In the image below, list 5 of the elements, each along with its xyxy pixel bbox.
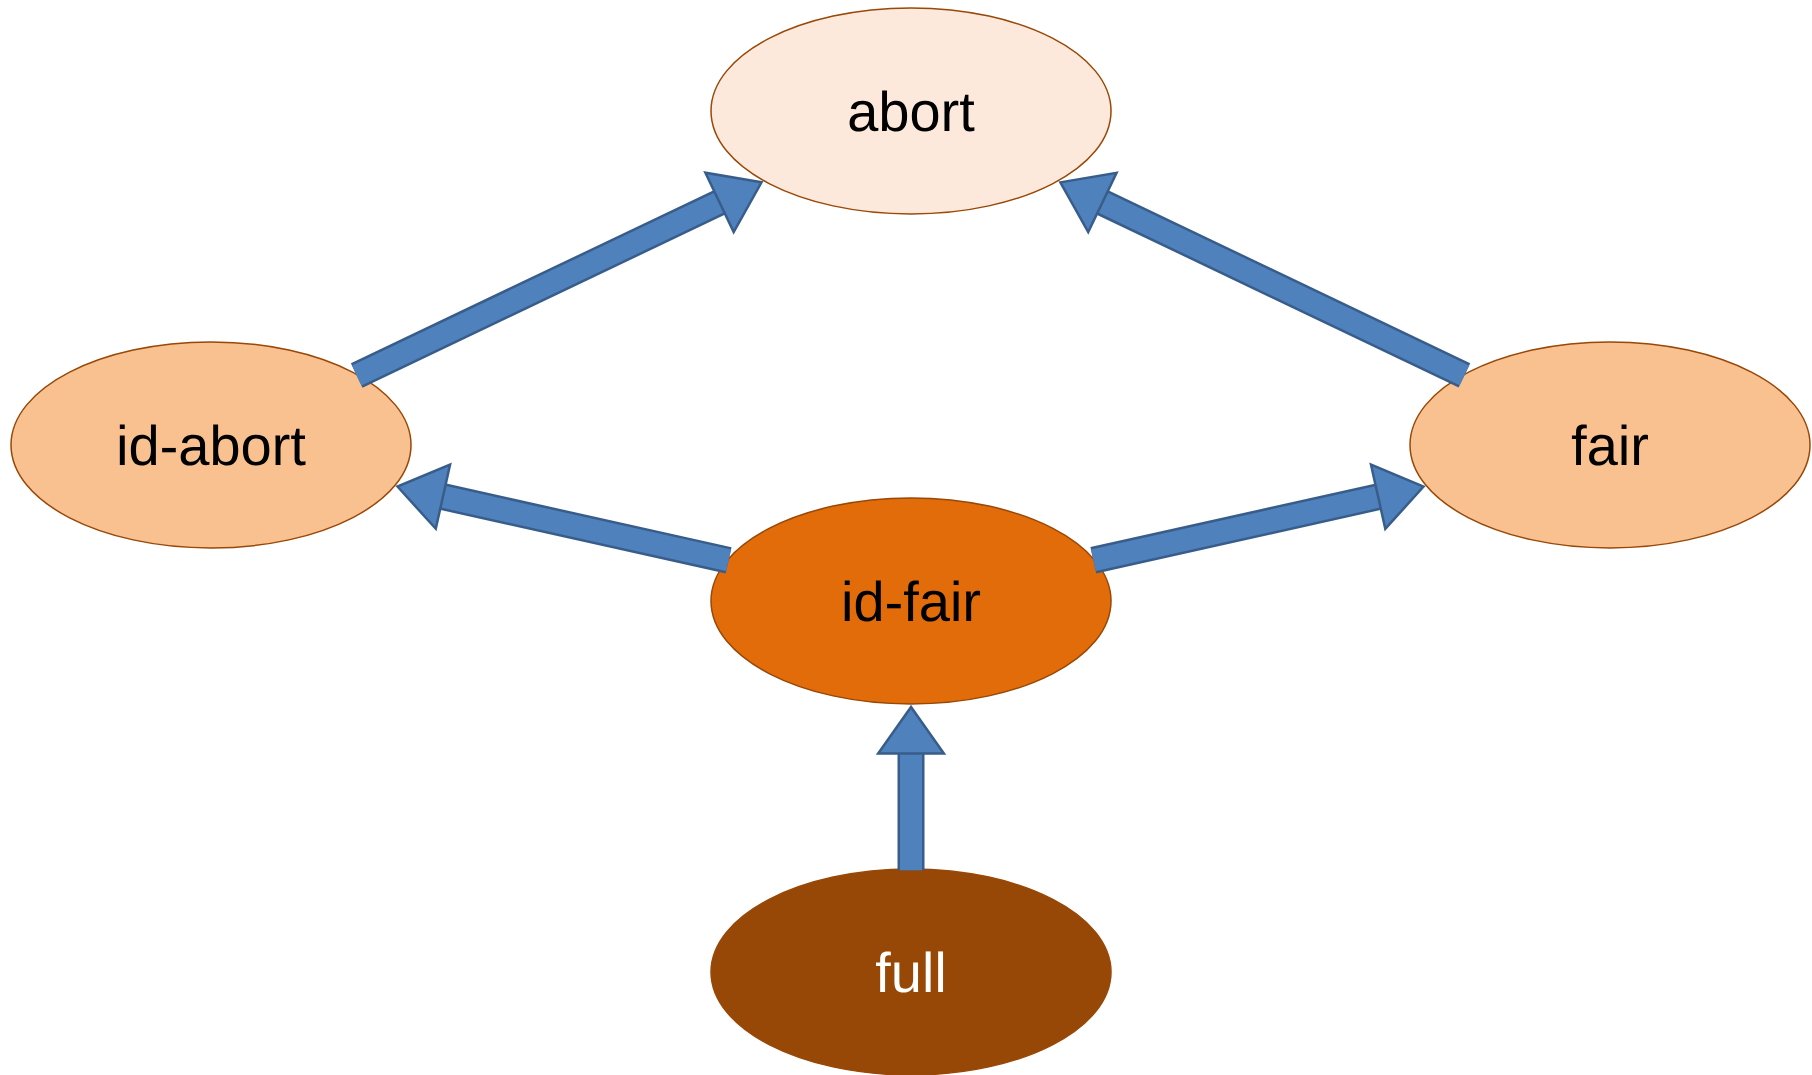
ellipse-node: full [710,868,1112,1075]
ellipse-node: id-fair [710,497,1112,705]
ellipse-node: abort [710,7,1112,215]
ellipse-node: fair [1409,341,1811,549]
ellipse-node: id-abort [10,341,412,549]
